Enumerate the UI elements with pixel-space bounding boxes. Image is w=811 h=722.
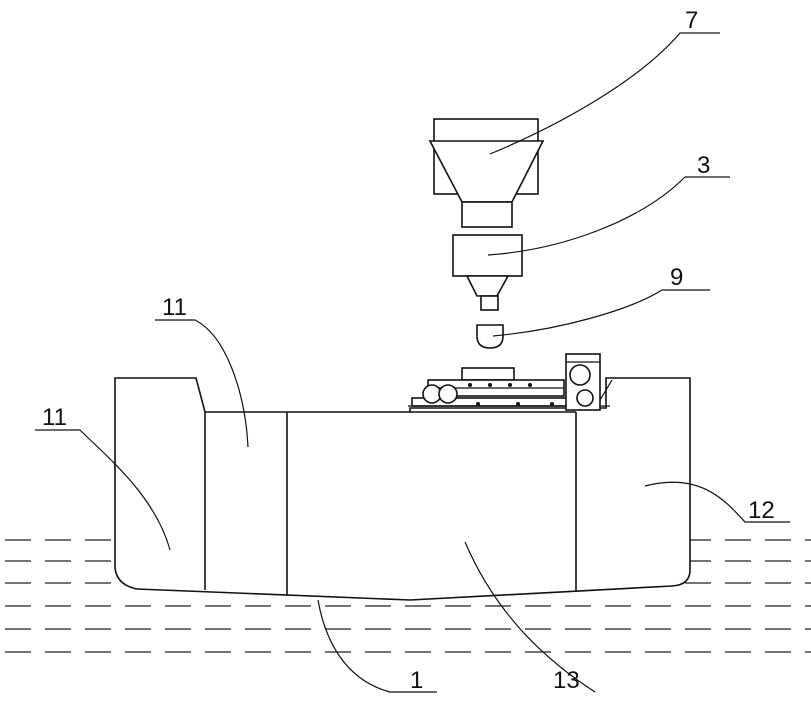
label-middle-hold: 13 — [553, 667, 580, 694]
label-crusher: 3 — [697, 152, 710, 179]
conveyor-roller — [439, 385, 457, 403]
label-right-tank: 12 — [748, 497, 775, 524]
label-hopper: 7 — [685, 7, 698, 34]
nozzle — [477, 325, 503, 348]
label-left-tank-lower: 11 — [42, 404, 67, 431]
label-left-tank-upper: 11 — [162, 294, 187, 321]
drive-wheel — [577, 390, 593, 406]
ship-hull — [115, 378, 690, 600]
deck-conveyor — [408, 354, 612, 410]
crusher — [453, 235, 522, 310]
drive-wheel — [570, 365, 590, 385]
label-nozzle: 9 — [670, 264, 683, 291]
hopper — [430, 119, 543, 227]
label-hull-bottom: 1 — [410, 667, 423, 694]
